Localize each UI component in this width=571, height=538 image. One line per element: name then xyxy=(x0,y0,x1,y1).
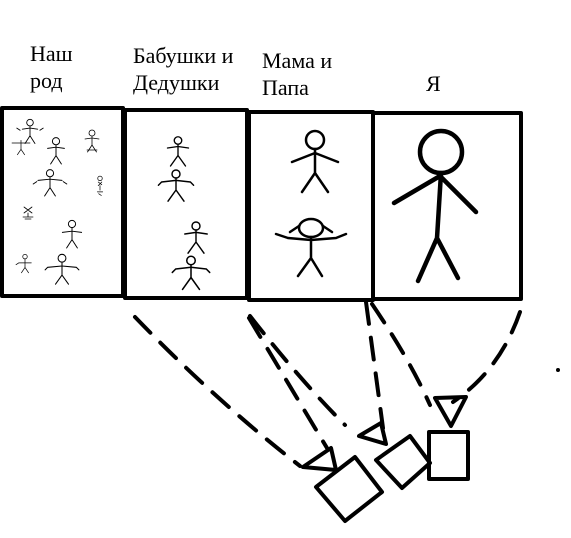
grandparents-label-line2: Дедушки xyxy=(133,70,220,95)
grandparents-label-line1: Бабушки и xyxy=(133,43,234,68)
connector-parents-left xyxy=(248,314,347,427)
stick-figure-icon xyxy=(47,137,65,165)
parent-figures xyxy=(274,129,348,278)
me-label-line1: Я xyxy=(426,71,441,96)
connector-me-left xyxy=(370,302,432,407)
stick-figure-icon xyxy=(290,129,340,194)
stick-figure-icon xyxy=(22,206,34,220)
frame-grandparents xyxy=(123,108,249,300)
symbols xyxy=(301,395,470,523)
stick-figure-icon xyxy=(61,219,83,249)
triangle-icon xyxy=(357,421,388,446)
clan-figures xyxy=(11,118,104,285)
frame-parents xyxy=(247,110,375,302)
stick-figure-icon xyxy=(84,129,100,153)
column-label-clan: Наш род xyxy=(30,40,73,94)
square-icon xyxy=(314,455,384,523)
connector-lines xyxy=(133,300,522,468)
parents-label-line2: Папа xyxy=(262,75,309,100)
me-figure xyxy=(391,128,479,284)
clan-label-line1: Наш xyxy=(30,41,73,66)
connector-grandparents xyxy=(247,316,329,450)
stick-figure-icon xyxy=(166,136,190,167)
stick-figure-icon xyxy=(44,253,80,285)
column-label-parents: Мама и Папа xyxy=(262,47,332,101)
clan-label-line2: род xyxy=(30,68,63,93)
frame-me xyxy=(371,111,523,301)
stick-figure-icon xyxy=(274,217,348,278)
frames xyxy=(0,106,523,302)
stick-figure-icon xyxy=(171,255,211,291)
stray-dot xyxy=(556,368,560,372)
stick-figure-icon xyxy=(16,118,44,144)
stick-figure-icon xyxy=(96,175,104,196)
stick-figure-icon xyxy=(157,169,195,202)
parents-label-line1: Мама и xyxy=(262,48,333,73)
connector-clan xyxy=(133,315,302,468)
triangle-icon xyxy=(433,395,468,428)
stick-figure-icon xyxy=(15,253,32,274)
column-label-me: Я xyxy=(426,70,441,97)
connector-parents-right xyxy=(364,300,385,430)
connector-me-right xyxy=(451,310,522,404)
column-label-grandparents: Бабушки и Дедушки xyxy=(133,42,233,96)
stick-figure-icon xyxy=(184,221,208,254)
stick-figure-icon xyxy=(391,128,479,284)
triangle-icon xyxy=(301,446,338,472)
stick-figure-icon xyxy=(11,139,31,156)
square-icon xyxy=(427,430,470,481)
grandparent-figures xyxy=(157,136,211,291)
stick-figure-icon xyxy=(32,169,68,197)
